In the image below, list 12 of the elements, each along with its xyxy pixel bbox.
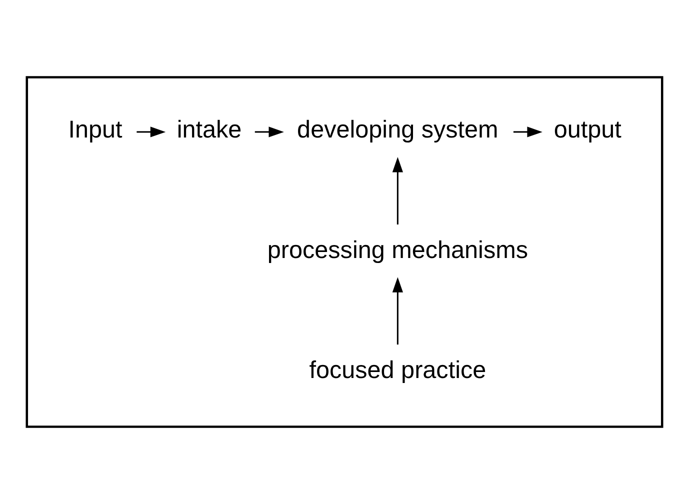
node-text: intake xyxy=(176,116,242,144)
node-text: focused practice xyxy=(309,356,486,384)
arrow xyxy=(392,157,404,224)
cluster xyxy=(26,76,664,428)
arrow xyxy=(392,277,404,345)
arrow xyxy=(136,126,166,138)
arrow xyxy=(254,126,284,138)
node-text: output xyxy=(554,116,622,144)
node-text: developing system xyxy=(297,116,498,144)
node-text: Input xyxy=(68,116,122,144)
arrow xyxy=(513,126,542,138)
node-text: processing mechanisms xyxy=(267,236,528,264)
